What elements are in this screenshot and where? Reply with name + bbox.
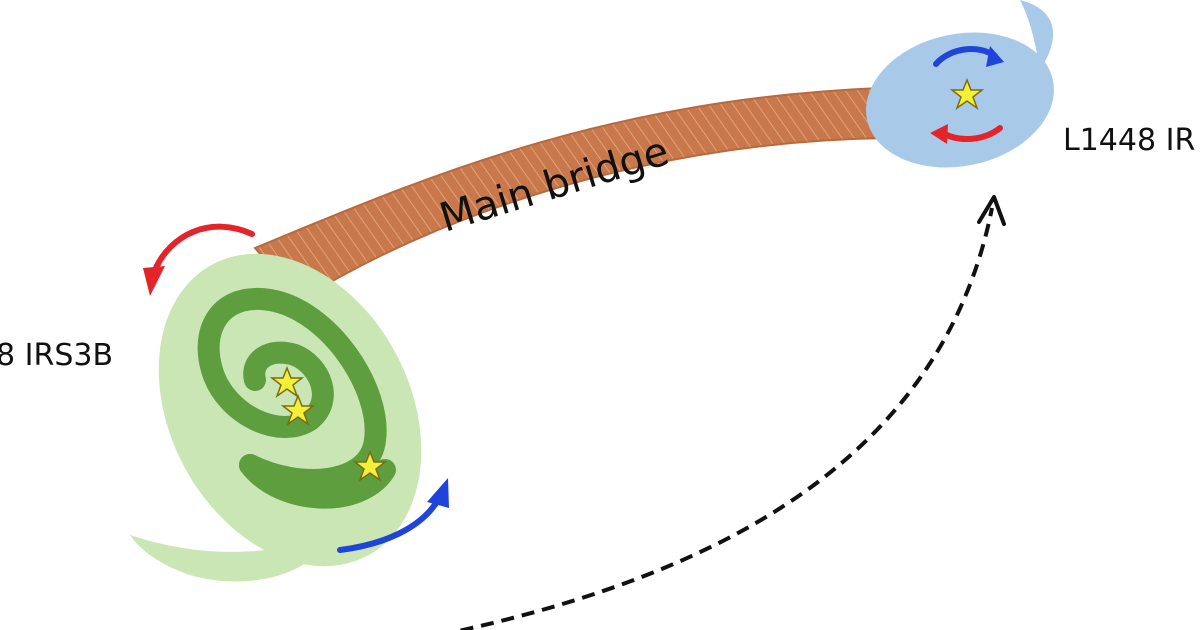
curved-arrow-icon <box>940 125 1003 142</box>
left-disk-spiral-outer <box>239 454 396 509</box>
curved-arrow-head <box>427 478 449 508</box>
left-disk-spiral <box>197 287 387 491</box>
curved-arrow-icon <box>337 497 441 553</box>
left-source-label: 8 IRS3B <box>0 338 113 373</box>
curved-arrow-head <box>143 266 165 296</box>
dashed-curved-arrow-icon <box>453 207 994 630</box>
left-disk-tail <box>130 535 330 582</box>
star-icon <box>352 449 388 482</box>
curved-arrow-head <box>986 46 1004 67</box>
right-source-label: L1448 IR <box>1063 123 1195 158</box>
protostars <box>269 77 985 482</box>
star-icon <box>269 365 305 398</box>
rotation-arrows <box>143 46 1004 553</box>
star-icon <box>280 393 316 426</box>
dashed-arrow-head <box>977 195 1006 226</box>
curved-arrow-head <box>930 124 948 144</box>
right-disk-tail <box>1020 0 1054 70</box>
star-icon <box>949 77 985 110</box>
curved-arrow-icon <box>152 223 255 273</box>
